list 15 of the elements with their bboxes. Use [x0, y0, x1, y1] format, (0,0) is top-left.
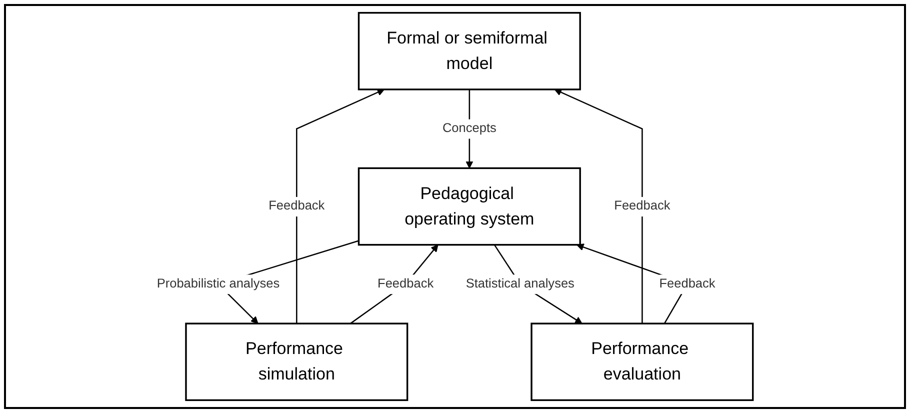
arrow: [350, 244, 438, 324]
arrow: [554, 88, 643, 324]
node-box: [185, 322, 408, 402]
edge-label: Feedback: [378, 276, 434, 291]
node-box: [358, 167, 582, 246]
arrow: [296, 88, 385, 324]
edge-label: Probabilistic analyses: [156, 276, 280, 291]
edge-label: Feedback: [268, 198, 325, 214]
diagram-frame: Feedback Concepts Feedback Probabilistic analyses Feedback Statistical analyses Feedback Formal or semiformal model Performance simulation Pedagogical operating system Performance evaluation: [4, 4, 906, 409]
edge-label: Feedback: [614, 198, 670, 214]
node-box: [358, 12, 582, 90]
edge-label: Concepts: [442, 120, 497, 136]
edge-label: Statistical analyses: [466, 276, 575, 291]
edge-label: Feedback: [659, 276, 716, 291]
node-box: [530, 322, 754, 402]
